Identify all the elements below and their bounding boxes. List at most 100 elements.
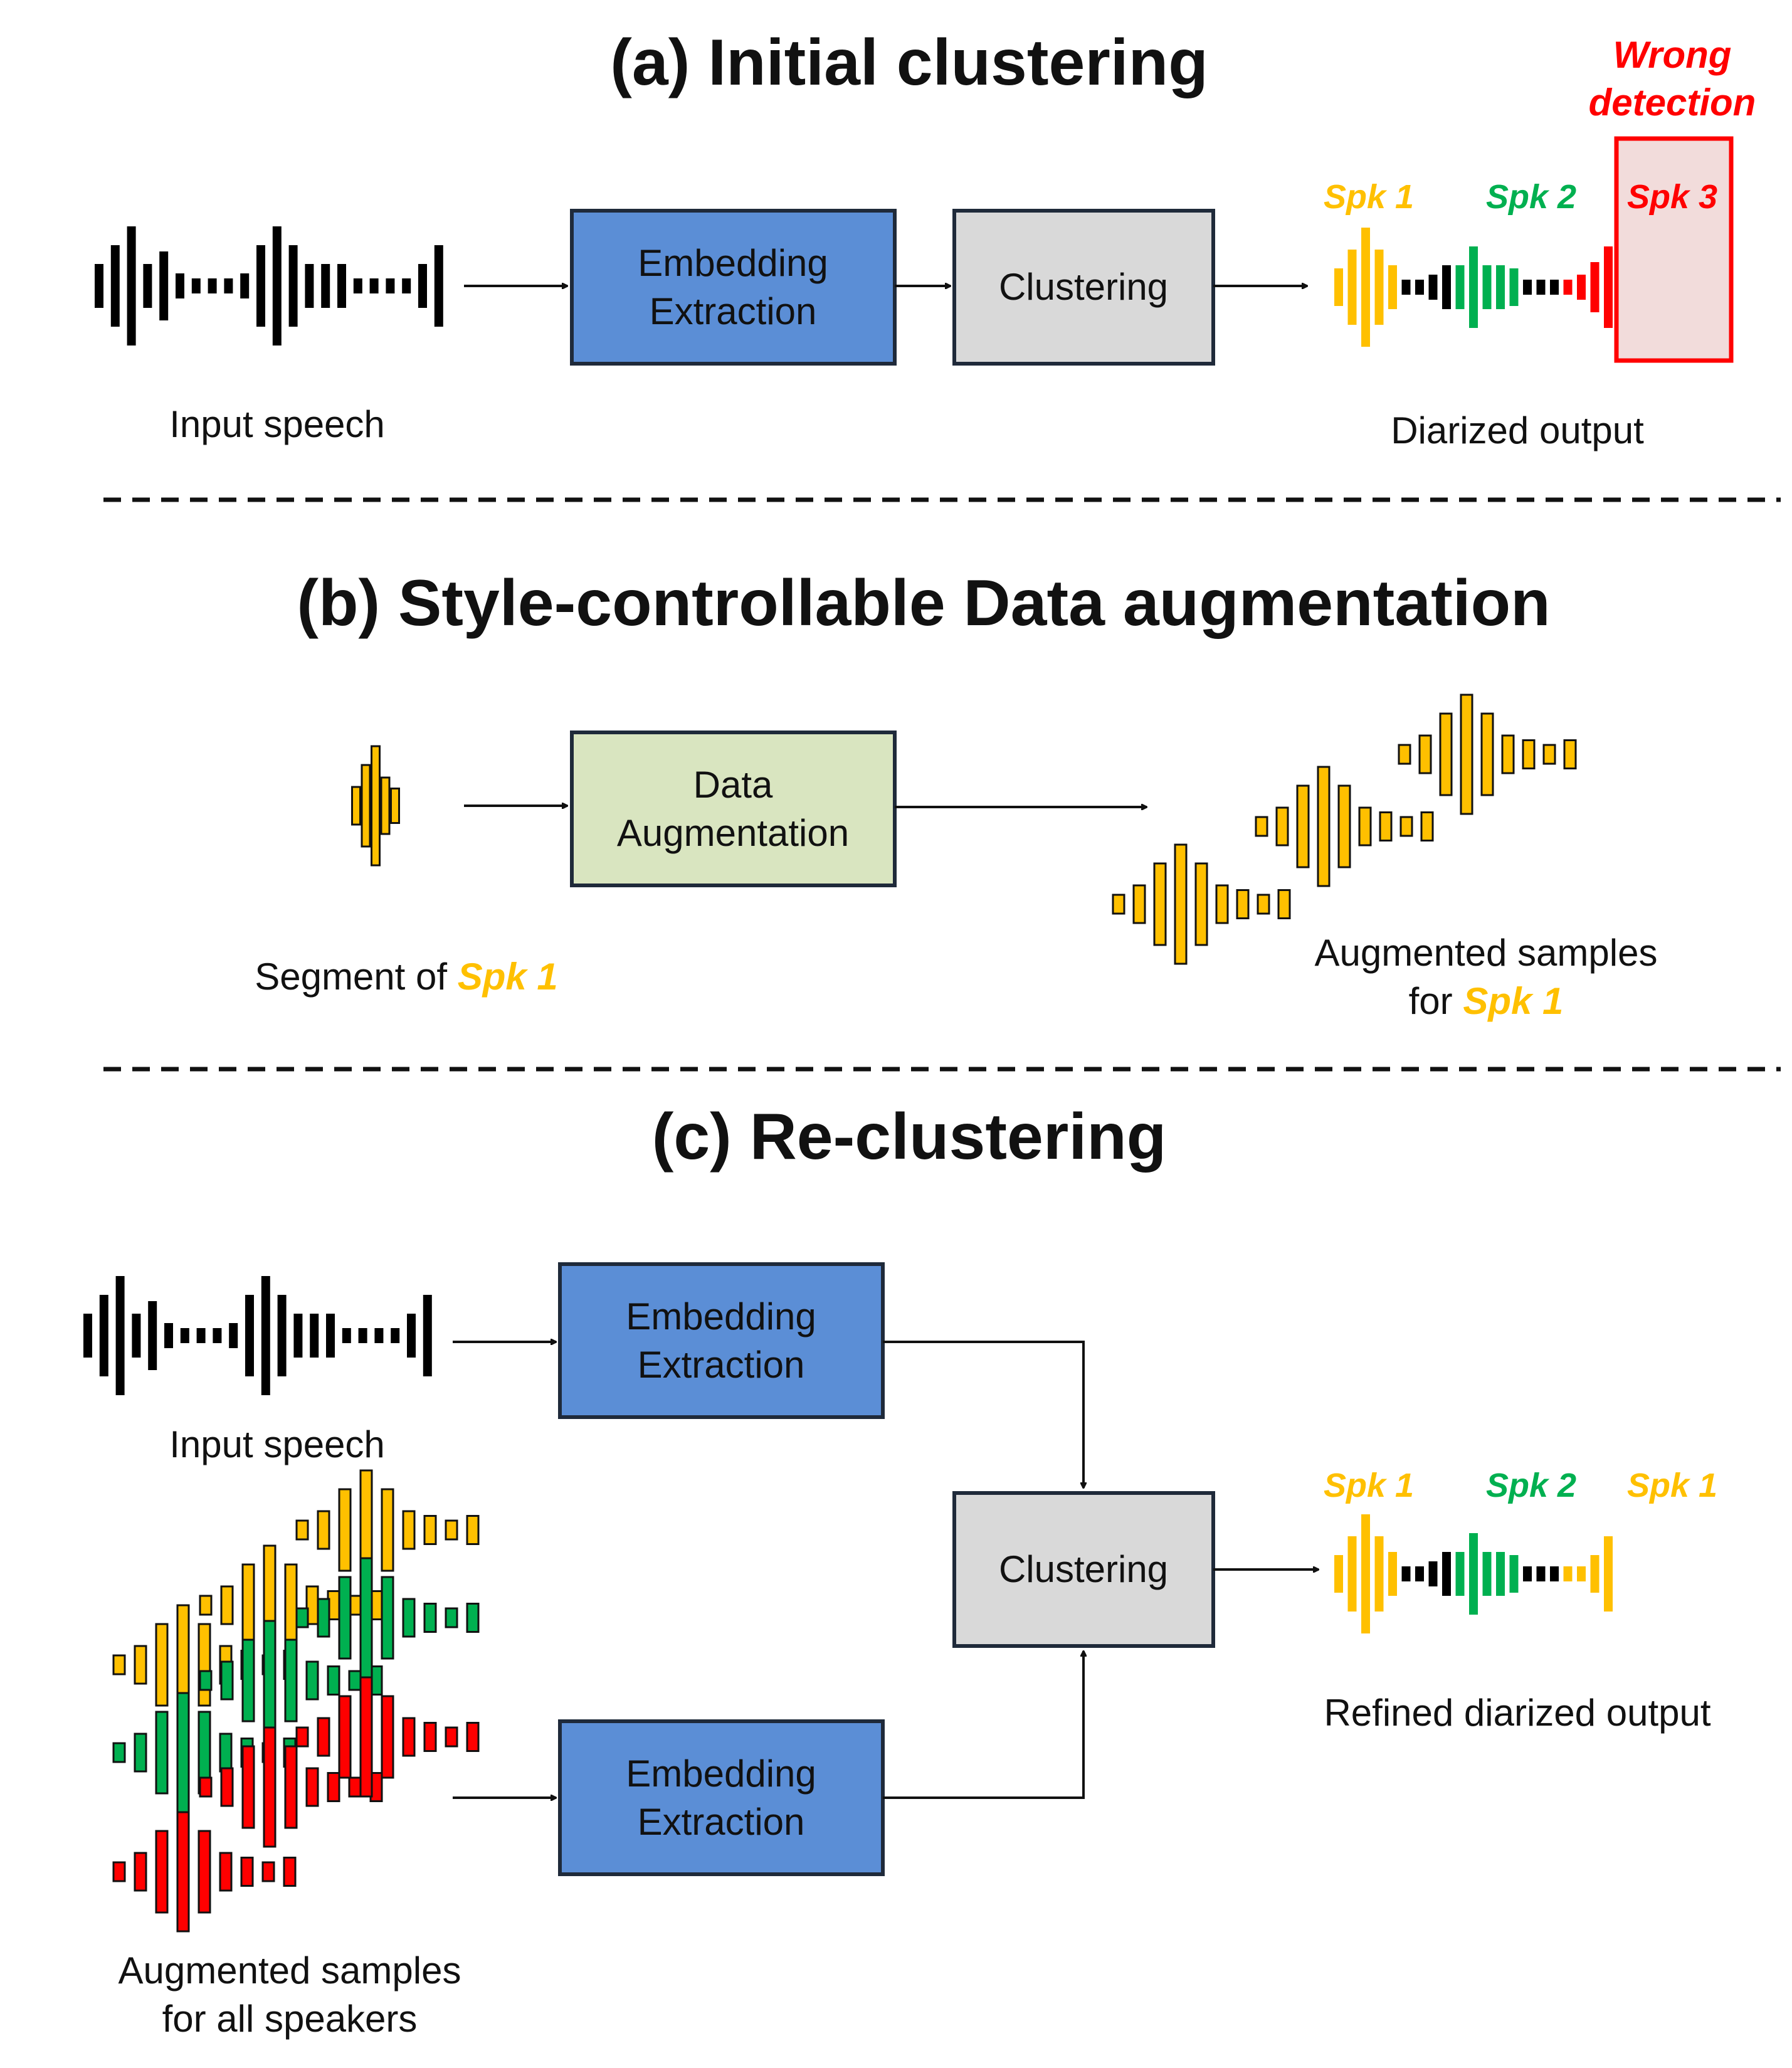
diarized-bar: [1509, 268, 1519, 306]
augmented-sample-bar: [1501, 734, 1515, 774]
augmented-all-bar: [466, 1603, 480, 1633]
speech-bar: [358, 1328, 367, 1343]
refined-bar: [1374, 1536, 1384, 1612]
augmented-all-bar: [317, 1717, 330, 1757]
augmented-all-bar: [381, 1576, 394, 1660]
speech-bar: [369, 278, 379, 293]
augmented-all-bar: [241, 1638, 255, 1722]
augmented-all-bar: [198, 1623, 211, 1707]
speech-bar: [115, 1276, 125, 1395]
augmented-all-bar: [112, 1861, 126, 1882]
augmented-all-bar: [134, 1645, 147, 1685]
augmented-samples-label-line2: for Spk 1: [1409, 980, 1564, 1022]
augmented-all-bar: [295, 1726, 309, 1748]
clustering-box-c: [952, 1491, 1215, 1648]
augmented-all-bar: [155, 1830, 169, 1914]
speech-bar: [143, 264, 152, 308]
augmented-label-prefix: for: [1409, 980, 1463, 1022]
diarized-bar: [1334, 268, 1343, 306]
refined-bar: [1590, 1555, 1600, 1593]
augmented-sample-bar: [1522, 739, 1536, 769]
embedding-label-a-line2: Extraction: [650, 290, 817, 332]
refined-bar: [1482, 1552, 1492, 1596]
diarized-bar: [1590, 262, 1600, 312]
augmented-all-bar: [423, 1603, 437, 1633]
augmented-sample-bar: [1255, 816, 1268, 837]
augmented-sample-bar: [1337, 784, 1351, 868]
augmented-all-bar: [402, 1510, 416, 1550]
speech-bar: [180, 1328, 189, 1343]
augmented-all-bar: [263, 1620, 277, 1741]
refined-bar: [1563, 1566, 1573, 1581]
augmented-all-bar: [348, 1776, 362, 1798]
augmented-sample-bar: [1420, 811, 1434, 841]
speech-bar: [164, 1323, 173, 1348]
data-augmentation-box: [570, 731, 897, 887]
augmentation-label-line1: Data: [693, 764, 773, 806]
augmented-sample-bar: [1275, 806, 1289, 847]
augmented-sample-bar: [1542, 744, 1556, 765]
augmented-all-bar: [112, 1742, 126, 1763]
input-speech-label-a: Input speech: [169, 403, 385, 445]
augmented-sample-bar: [1418, 734, 1432, 774]
embedding-label-c-top-line2: Extraction: [638, 1344, 805, 1386]
augmented-all-bar: [423, 1515, 437, 1545]
wrong-detection-label-line2: detection: [1589, 82, 1756, 124]
embedding-label-c-top-line1: Embedding: [626, 1295, 816, 1337]
refined-bar: [1550, 1566, 1559, 1581]
refined-bar: [1401, 1566, 1411, 1581]
diarized-output-label: Diarized output: [1391, 409, 1644, 451]
diarized-bar: [1455, 265, 1465, 309]
diarized-bar: [1496, 265, 1505, 309]
augmented-all-bar: [220, 1585, 234, 1625]
augmented-sample-bar: [1194, 862, 1208, 946]
augmented-all-bar: [199, 1670, 213, 1691]
augmented-all-bar: [219, 1733, 233, 1773]
speech-bar: [374, 1328, 384, 1343]
augmented-all-bar: [220, 1767, 234, 1807]
augmented-all-bar: [327, 1772, 340, 1802]
augmented-sample-bar: [1236, 889, 1250, 919]
segment-bar: [361, 764, 371, 848]
augmented-all-bar: [284, 1638, 298, 1722]
spk-label-a-2: Spk 2: [1486, 178, 1576, 216]
augmented-all-bar: [348, 1670, 362, 1691]
augmented-all-bar: [240, 1857, 254, 1887]
speech-bar: [261, 1276, 270, 1395]
embedding-extraction-box-c-top: [558, 1262, 885, 1419]
augmented-all-bar: [381, 1488, 394, 1572]
diarized-bar: [1401, 280, 1411, 295]
speech-bar: [305, 264, 314, 308]
augmented-all-bar: [199, 1776, 213, 1798]
augmented-samples-all-speakers: [112, 1469, 480, 1933]
refined-bar: [1415, 1566, 1424, 1581]
arrow-c-embedding-bottom-to-clustering: [883, 1651, 1083, 1799]
clustering-label-c: Clustering: [999, 1548, 1168, 1590]
segment-bar: [380, 776, 391, 835]
embedding-extraction-box-a: [570, 209, 897, 366]
diarized-bar: [1415, 280, 1424, 295]
augmented-all-bar: [381, 1695, 394, 1779]
augmented-all-bar: [241, 1745, 255, 1829]
diarized-bar: [1536, 280, 1546, 295]
augmented-all-bar: [338, 1488, 352, 1572]
speech-bar: [213, 1328, 222, 1343]
segment-bar: [351, 786, 361, 826]
clustering-label-a: Clustering: [999, 266, 1168, 308]
speech-bar: [191, 278, 201, 293]
augmented-sample-bar: [1379, 811, 1393, 841]
augmented-sample-bar: [1174, 843, 1188, 965]
segment-bar: [390, 788, 400, 824]
diarized-bar: [1482, 265, 1492, 309]
augmented-sample-bar: [1358, 806, 1372, 847]
speech-bar: [196, 1328, 206, 1343]
augmented-sample-bar: [1317, 766, 1331, 887]
augmented-all-bar: [402, 1717, 416, 1757]
augmented-all-bar: [305, 1660, 319, 1701]
refined-bar: [1334, 1555, 1343, 1593]
speech-bar: [423, 1295, 432, 1376]
augmented-sample-bar: [1132, 884, 1146, 924]
augmented-all-bar: [423, 1722, 437, 1752]
segment-label-prefix: Segment of: [255, 956, 458, 998]
